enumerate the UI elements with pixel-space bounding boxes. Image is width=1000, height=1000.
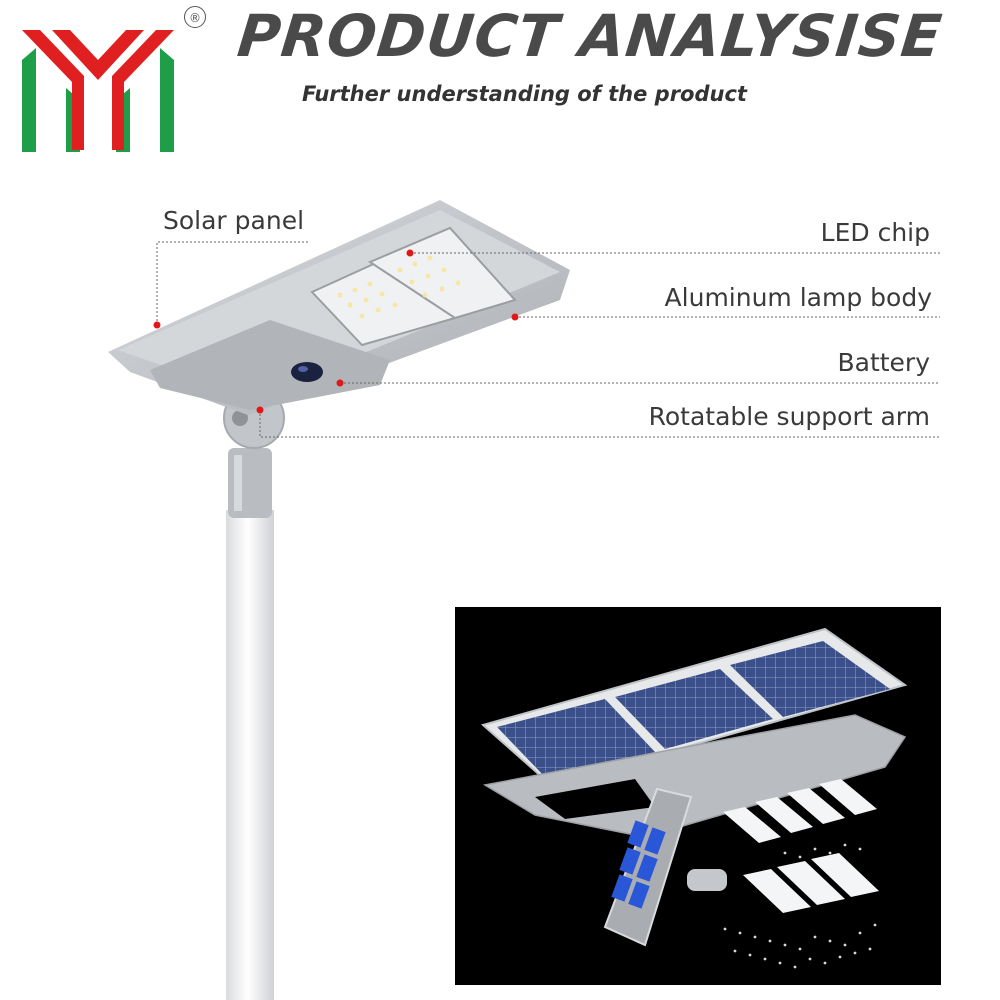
exploded-view <box>455 607 941 985</box>
label-battery: Battery <box>837 348 930 377</box>
led-modules <box>310 226 517 347</box>
exploded-illustration <box>480 627 908 969</box>
sensor-icon <box>291 362 323 382</box>
label-support-arm: Rotatable support arm <box>648 402 930 431</box>
registered-mark: ® <box>184 6 206 28</box>
ym-logo-icon <box>22 30 174 152</box>
pole <box>226 510 274 1000</box>
leader-solar-panel <box>156 241 310 325</box>
led-strips <box>723 779 879 913</box>
label-lamp-body: Aluminum lamp body <box>664 283 932 312</box>
label-solar-panel: Solar panel <box>163 206 305 235</box>
page-subtitle: Further understanding of the product <box>302 82 747 106</box>
leader-support-arm <box>259 410 940 438</box>
support-arm <box>687 869 727 891</box>
screws <box>723 843 877 969</box>
label-led-chip: LED chip <box>820 218 930 247</box>
